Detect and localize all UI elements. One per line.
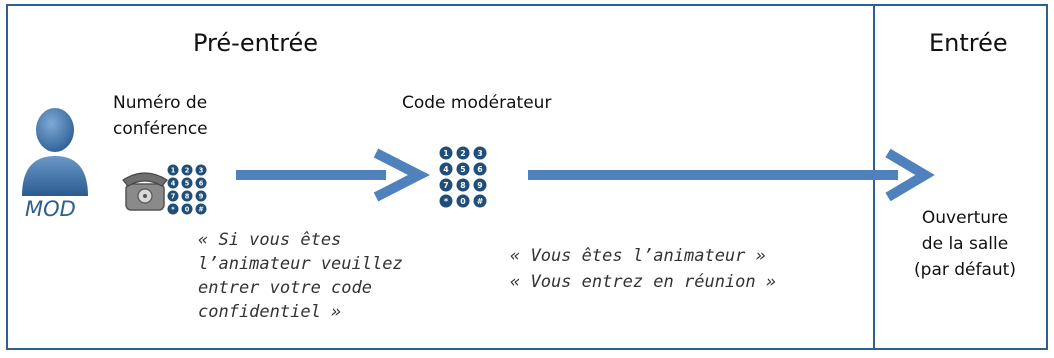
diagram-frame xyxy=(6,4,1048,350)
person-icon xyxy=(22,108,88,196)
keypad-key-label: 8 xyxy=(460,181,465,190)
conference-number-label-2: conférence xyxy=(113,119,208,139)
keypad-key xyxy=(195,177,207,189)
moderator-code-label: Code modérateur xyxy=(402,93,552,113)
keypad-key-label: 5 xyxy=(185,179,190,187)
prompt-1-line-2: l’animateur veuillez xyxy=(198,254,403,274)
keypad-key xyxy=(439,194,453,208)
keypad-key xyxy=(181,177,193,189)
keypad-key xyxy=(167,190,179,202)
outcome-line-1: Ouverture xyxy=(921,208,1009,228)
keypad-icon: 1 2 3 4 5 6 7 8 9 * 0 # xyxy=(439,146,487,208)
keypad-key-label: 0 xyxy=(460,197,466,206)
keypad-key-label: # xyxy=(198,205,204,213)
prompt-1-line-3: entrer votre code xyxy=(198,278,372,298)
keypad-key-label: 6 xyxy=(199,179,204,187)
keypad-key xyxy=(456,178,470,192)
arrow-to-entry xyxy=(528,148,935,202)
keypad-key-label: * xyxy=(171,205,175,213)
keypad-key xyxy=(456,146,470,160)
phone-icon xyxy=(122,172,168,211)
pre-entry-title: Pré-entrée xyxy=(193,29,319,57)
keypad-key xyxy=(195,190,207,202)
keypad-key-label: 9 xyxy=(199,192,204,200)
arrow-to-moderator-code xyxy=(236,148,430,202)
keypad-key-label: 1 xyxy=(443,149,448,158)
keypad-key xyxy=(439,178,453,192)
keypad-key-label: 8 xyxy=(185,192,190,200)
keypad-key-label: 5 xyxy=(460,165,465,174)
keypad-key xyxy=(473,162,487,176)
prompt-2-line-1: « Vous êtes l’animateur » xyxy=(510,246,766,266)
keypad-key xyxy=(195,164,207,176)
keypad-key-label: 9 xyxy=(477,181,482,190)
keypad-key-label: 4 xyxy=(443,165,449,174)
keypad-key-label: 7 xyxy=(443,181,448,190)
conference-number-label-1: Numéro de xyxy=(113,93,208,113)
keypad-key xyxy=(167,177,179,189)
keypad-key xyxy=(181,190,193,202)
keypad-key-label: 7 xyxy=(171,192,176,200)
keypad-key-label: 3 xyxy=(199,166,204,174)
keypad-key-label: # xyxy=(477,197,484,206)
outcome-line-3: (par défaut) xyxy=(914,260,1016,280)
outcome-line-2: de la salle xyxy=(921,234,1009,254)
keypad-key-label: 4 xyxy=(171,179,176,187)
keypad-key xyxy=(181,203,193,215)
keypad-key-label: 0 xyxy=(185,205,190,213)
prompt-2-line-2: « Vous entrez en réunion » xyxy=(510,272,777,292)
keypad-key-label: 6 xyxy=(477,165,482,174)
keypad-key xyxy=(473,178,487,192)
keypad-key xyxy=(473,146,487,160)
keypad-key xyxy=(167,164,179,176)
keypad-key-label: 2 xyxy=(460,149,465,158)
keypad-key-label: 3 xyxy=(477,149,482,158)
entry-title: Entrée xyxy=(929,29,1008,57)
keypad-key-label: 2 xyxy=(185,166,190,174)
keypad-key-label: * xyxy=(444,197,448,206)
keypad-key xyxy=(439,162,453,176)
participant-label: MOD xyxy=(25,197,76,221)
keypad-key xyxy=(456,194,470,208)
keypad-key xyxy=(195,203,207,215)
keypad-key xyxy=(473,194,487,208)
keypad-key xyxy=(439,146,453,160)
prompt-1-line-4: confidentiel » xyxy=(198,302,342,322)
keypad-key xyxy=(456,162,470,176)
phone-keypad-icon: 1 2 3 4 5 6 7 8 9 * 0 # xyxy=(167,164,207,215)
keypad-key-label: 1 xyxy=(171,166,176,174)
prompt-1-line-1: « Si vous êtes xyxy=(198,230,342,250)
keypad-key xyxy=(167,203,179,215)
keypad-key xyxy=(181,164,193,176)
